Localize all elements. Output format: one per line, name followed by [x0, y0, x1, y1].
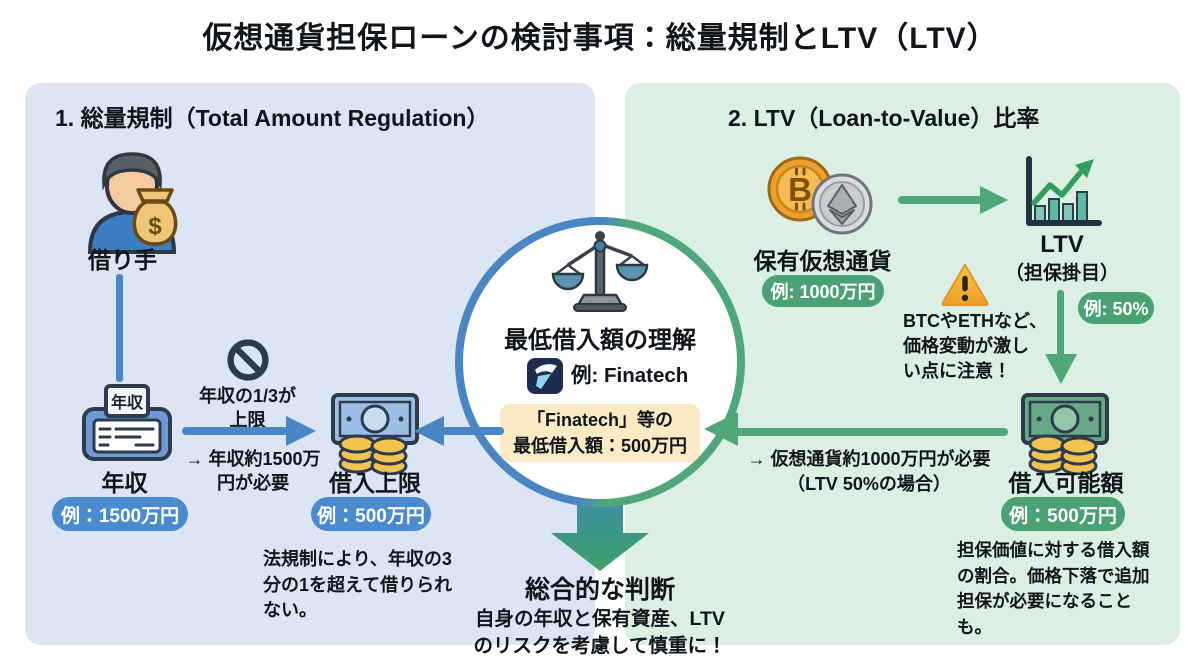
cap-rule-text: 年収の1/3が 上限: [175, 384, 320, 432]
ltv-sublabel: （担保掛目）: [1004, 263, 1119, 284]
warning-line2: 価格変動が激し: [903, 336, 1029, 356]
minimum-loan-highlight-box: 「Finatech」等の 最低借入額：500万円: [500, 404, 700, 462]
requirement-line2: （LTV 50%の場合）: [787, 474, 951, 494]
borrowable-money-icon: [1021, 393, 1109, 475]
income-document-icon: 年収: [82, 384, 172, 461]
cap-rule-line2: 上限: [229, 410, 266, 430]
borrowable-to-center-arrow-head: [704, 412, 738, 446]
minimum-loan-circle: 最低借入額の理解 例: Finatech 「Finatech」等の 最低借入額：…: [455, 217, 745, 507]
provider-example-label: 例: Finatech: [571, 364, 689, 387]
holdings-label: 保有仮想通貨: [753, 248, 892, 274]
requirement-line1: → 仮想通貨約1000万円が必要: [747, 449, 991, 469]
crypto-to-ltv-arrow-line: [898, 196, 982, 204]
balance-scale-icon: [551, 231, 649, 312]
crypto-coins-icon: B: [767, 156, 873, 235]
ltv-example-badge: 例: 50%: [1078, 292, 1154, 324]
warning-icon: [941, 263, 989, 307]
cap-result-line2: 円が必要: [217, 473, 289, 493]
borrowable-label: 借入可能額: [1008, 470, 1124, 496]
center-to-limit-arrow-head: [414, 416, 444, 446]
cap-result-line1: → 年収約1500万: [185, 449, 321, 469]
ltv-to-borrowable-arrow-head: [1045, 354, 1077, 384]
borrow-limit-example-badge: 例：500万円: [311, 497, 431, 531]
warning-line1: BTCやETHなど、: [903, 311, 1048, 331]
min-loan-line1: 「Finatech」等の: [526, 410, 673, 430]
right-panel-header: 2. LTV（Loan-to-Value）比率: [728, 105, 1040, 131]
money-bag-icon: $: [132, 188, 178, 246]
holdings-example-badge: 例: 1000万円: [762, 275, 884, 307]
conclusion-heading: 総合的な判断: [524, 576, 675, 604]
borrower-person-icon: $: [87, 152, 178, 254]
volatility-warning-text: BTCやETHなど、 価格変動が激し い点に注意！: [903, 309, 1063, 384]
svg-text:年収: 年収: [111, 393, 144, 412]
borrowable-example-badge: 例：500万円: [1001, 497, 1125, 531]
ltv-chart-icon: [1026, 156, 1102, 226]
prohibition-icon: [227, 339, 269, 381]
borrowable-to-center-arrow-line: [736, 428, 1008, 436]
cap-rule-line1: 年収の1/3が: [198, 386, 297, 406]
income-to-limit-arrow-head: [286, 416, 316, 446]
warning-line3: い点に注意！: [903, 361, 1011, 381]
svg-text:$: $: [148, 213, 162, 240]
ltv-note: 担保価値に対する借入額の割合。価格下落で追加担保が必要になることも。: [957, 540, 1150, 637]
center-to-limit-arrow-line: [442, 427, 504, 435]
crypto-to-ltv-arrow-head: [980, 186, 1008, 214]
conclusion-down-arrow: [551, 497, 649, 571]
regulation-note: 法規制により、年収の3分の1を超えて借りられない。: [263, 549, 453, 620]
requirement-text: → 仮想通貨約1000万円が必要 （LTV 50%の場合）: [733, 447, 1005, 497]
center-heading: 最低借入額の理解: [504, 327, 696, 354]
cap-result-text: → 年収約1500万 円が必要: [178, 447, 328, 495]
income-label: 年収: [101, 470, 148, 496]
ethereum-icon: [811, 173, 873, 235]
borrower-label: 借り手: [88, 247, 157, 273]
borrow-limit-label: 借入上限: [329, 470, 421, 496]
conclusion-line1: 自身の年収と保有資産、LTV: [475, 608, 725, 630]
finatech-logo-icon: [527, 358, 563, 394]
income-to-limit-arrow-line: [182, 427, 288, 435]
svg-text:B: B: [788, 171, 812, 208]
ltv-to-borrowable-arrow-line: [1057, 290, 1064, 358]
min-loan-line2: 最低借入額：500万円: [512, 436, 688, 456]
ltv-label: LTV: [1040, 231, 1084, 258]
left-panel-header: 1. 総量規制（Total Amount Regulation）: [55, 105, 490, 131]
page-title: 仮想通貨担保ローンの検討事項：総量規制とLTV（LTV）: [202, 22, 998, 55]
borrower-to-income-line: [116, 274, 123, 382]
borrow-limit-money-icon: [331, 393, 419, 475]
income-example-badge: 例：1500万円: [52, 497, 188, 531]
conclusion-line2: のリスクを考慮して慎重に！: [473, 635, 727, 657]
